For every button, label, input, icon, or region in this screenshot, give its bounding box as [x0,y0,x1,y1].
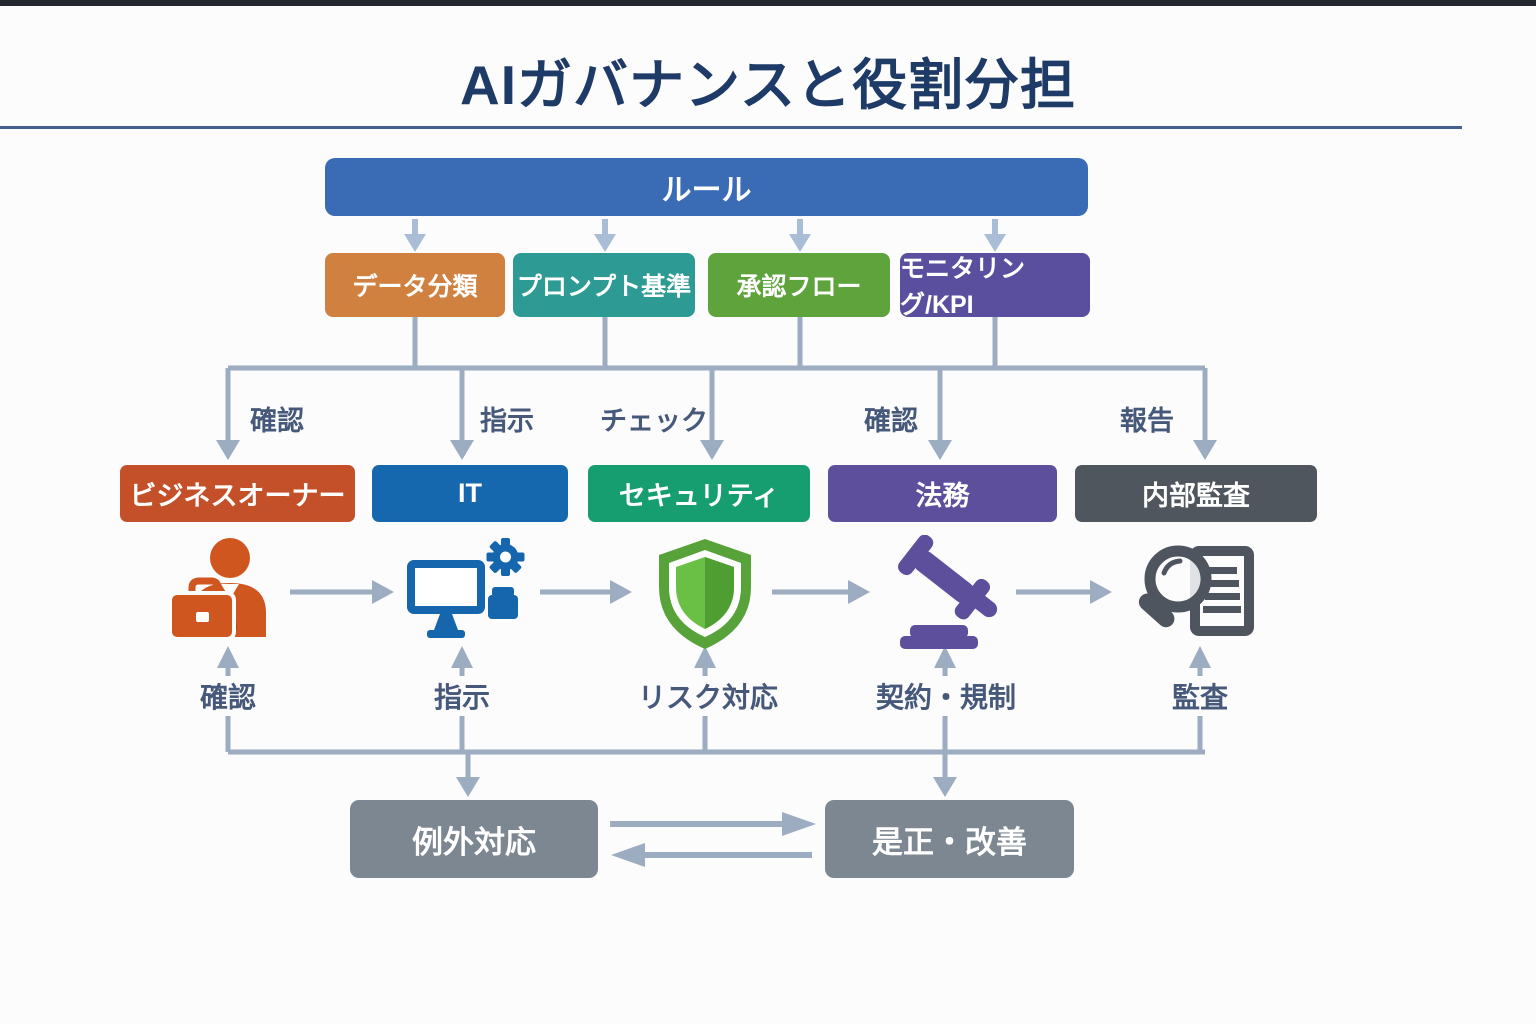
flow-label-instruct: 指示 [480,406,534,436]
flow-label-confirm-2: 確認 [864,406,918,436]
action-feedback-bus [217,646,1211,797]
role-label: ビジネスオーナー [129,481,346,511]
role-box-it: IT [372,465,568,522]
magnifier-document-icon [1135,535,1265,660]
role-box-business-owner: ビジネスオーナー [120,465,355,522]
policy-distribution-bus [228,317,1205,371]
policy-label: データ分類 [352,273,478,301]
flow-label-confirm-1: 確認 [250,406,304,436]
rule-to-policy-arrows [404,219,1006,252]
policy-label: モニタリング/KPI [900,255,1026,319]
policy-box-data-classification: データ分類 [325,253,505,317]
businessman-icon [160,535,290,660]
role-box-security: セキュリティ [588,465,810,522]
role-label: 法務 [915,481,970,511]
action-label-risk: リスク対応 [629,676,787,716]
policy-to-role-arrows [216,368,1217,460]
action-label-instruct: 指示 [425,676,499,716]
top-border-bar [0,0,1536,6]
flow-label-check: チェック [600,406,708,436]
action-label-confirm: 確認 [191,676,265,716]
policy-box-monitoring-kpi: モニタリング/KPI [900,253,1090,319]
policy-label: 承認フロー [736,273,862,301]
rule-bar: ルール [325,158,1088,216]
bottom-box-label: 例外対応 [412,824,536,860]
shield-icon [645,535,765,660]
page-title: AIガバナンスと役割分担 [460,54,1076,116]
exception-handling-box: 例外対応 [350,800,598,878]
rule-bar-label: ルール [661,174,752,207]
bottom-box-label: 是正・改善 [872,824,1027,860]
action-label-audit: 監査 [1163,676,1237,716]
role-box-legal: 法務 [828,465,1057,522]
title-underline [0,126,1462,129]
action-label-contract: 契約・規制 [867,676,1025,716]
correction-improvement-box: 是正・改善 [825,800,1074,878]
role-label: 内部監査 [1142,481,1250,511]
policy-box-approval-flow: 承認フロー [708,253,890,317]
computer-gear-icon [402,535,532,660]
exception-correction-exchange-arrows [610,812,816,867]
role-box-internal-audit: 内部監査 [1075,465,1317,522]
flow-label-report: 報告 [1120,406,1174,436]
role-label: IT [458,478,482,508]
policy-box-prompt-standards: プロンプト基準 [513,253,695,317]
policy-label: プロンプト基準 [516,273,692,301]
gavel-icon [882,534,1012,660]
role-label: セキュリティ [618,481,780,511]
